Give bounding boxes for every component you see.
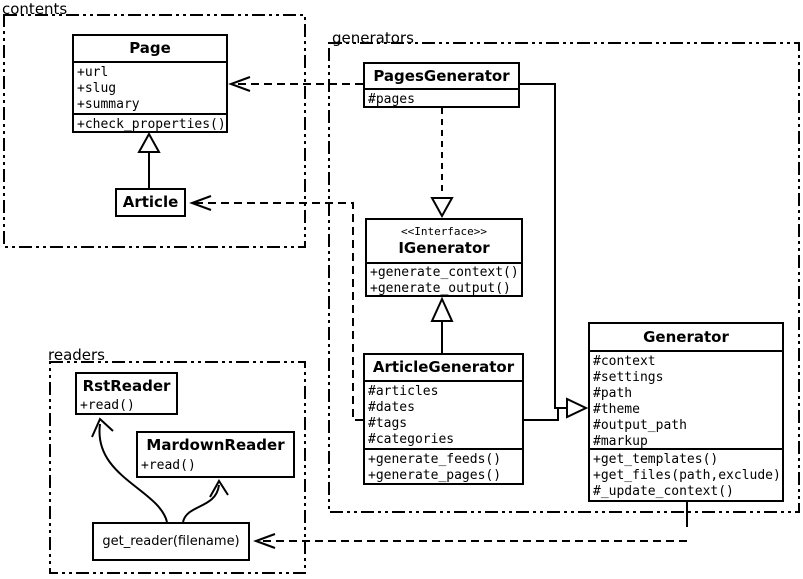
- method: #_update_context(): [593, 484, 734, 499]
- edge-getreader-to-rstreader: [91, 417, 168, 523]
- package-label-contents: contents: [2, 0, 68, 18]
- method: +generate_output(): [370, 281, 511, 296]
- class-name: Generator: [643, 327, 729, 346]
- attribute: #path: [593, 386, 633, 401]
- class-igenerator-methods: +generate_context() +generate_output(): [367, 262, 521, 299]
- attribute: #output_path: [593, 418, 687, 433]
- class-mardownreader: MardownReader +read(): [136, 431, 295, 478]
- edge-generators-to-generator-inheritance: [520, 83, 589, 421]
- class-pagesgenerator: PagesGenerator #pages: [363, 62, 520, 108]
- attribute: #tags: [368, 416, 408, 431]
- get-reader-label: get_reader(filename): [102, 534, 240, 549]
- class-rstreader: RstReader +read(): [75, 372, 178, 415]
- class-articlegenerator: ArticleGenerator #articles #dates #tags …: [363, 353, 524, 485]
- class-generator-attributes: #context #settings #path #theme #output_…: [590, 350, 782, 448]
- class-igenerator-title: <<Interface>> IGenerator: [367, 220, 521, 262]
- attribute: #markup: [593, 434, 648, 448]
- class-rstreader-title: RstReader: [77, 374, 176, 398]
- edge-pagesgenerator-to-igenerator-realization: [430, 108, 454, 219]
- attribute: #dates: [368, 400, 415, 415]
- class-article-title: Article: [117, 190, 184, 215]
- class-pagesgenerator-attributes: #pages: [365, 88, 518, 110]
- class-page-attributes: +url +slug +summary: [74, 61, 226, 113]
- method: +get_files(path,exclude): [593, 468, 781, 483]
- class-articlegenerator-title: ArticleGenerator: [365, 355, 522, 380]
- method: +check_properties(): [77, 117, 226, 132]
- attribute: +slug: [77, 81, 117, 96]
- method: +generate_pages(): [368, 468, 502, 483]
- attribute: #articles: [368, 384, 439, 399]
- class-name: MardownReader: [146, 436, 285, 454]
- class-article: Article: [115, 188, 186, 217]
- class-generator-title: Generator: [590, 324, 782, 350]
- class-name: ArticleGenerator: [372, 358, 515, 376]
- method: +get_templates(): [593, 452, 719, 467]
- package-border-readers: [49, 361, 306, 574]
- class-pagesgenerator-title: PagesGenerator: [365, 64, 518, 88]
- edge-generator-to-getreader-dependency: [253, 502, 688, 549]
- class-name: RstReader: [82, 376, 171, 395]
- package-label-generators: generators: [332, 29, 414, 47]
- class-name: Article: [122, 193, 179, 211]
- class-page-title: Page: [74, 36, 226, 61]
- attribute: #pages: [368, 92, 415, 107]
- edge-getreader-to-mardownreader: [182, 479, 229, 523]
- get-reader-box: get_reader(filename): [92, 522, 250, 561]
- edge-pagesgenerator-to-page-dependency: [228, 76, 363, 92]
- attribute: #settings: [593, 370, 664, 385]
- method: +read(): [80, 398, 135, 413]
- class-page: Page +url +slug +summary +check_properti…: [72, 34, 228, 133]
- class-generator-methods: +get_templates() +get_files(path,exclude…: [590, 448, 782, 502]
- class-stereotype: <<Interface>>: [400, 224, 488, 238]
- edge-articlegenerator-to-igenerator-inheritance: [430, 296, 454, 353]
- class-articlegenerator-methods: +generate_feeds() +generate_pages(): [365, 448, 522, 486]
- class-mardownreader-methods: +read(): [138, 458, 293, 476]
- class-igenerator: <<Interface>> IGenerator +generate_conte…: [365, 218, 523, 297]
- method: +generate_feeds(): [368, 452, 502, 467]
- package-border-contents: [3, 14, 306, 248]
- edge-articlegenerator-to-article-dependency: [189, 195, 363, 421]
- class-generator: Generator #context #settings #path #them…: [588, 322, 784, 502]
- class-articlegenerator-attributes: #articles #dates #tags #categories: [365, 380, 522, 448]
- method: +read(): [141, 458, 196, 473]
- class-name: Page: [129, 39, 171, 57]
- attribute: #categories: [368, 432, 455, 447]
- class-name: IGenerator: [398, 238, 490, 257]
- attribute: #theme: [593, 402, 640, 417]
- class-rstreader-methods: +read(): [77, 398, 176, 416]
- package-border-generators: [328, 42, 800, 513]
- attribute: #context: [593, 354, 656, 369]
- edge-article-to-page-inheritance: [137, 131, 161, 188]
- attribute: +url: [77, 65, 109, 80]
- method: +generate_context(): [370, 265, 519, 280]
- class-mardownreader-title: MardownReader: [138, 433, 293, 458]
- class-page-methods: +check_properties(): [74, 113, 226, 135]
- package-label-readers: readers: [48, 346, 105, 364]
- attribute: +summary: [77, 97, 140, 112]
- class-name: PagesGenerator: [373, 66, 510, 85]
